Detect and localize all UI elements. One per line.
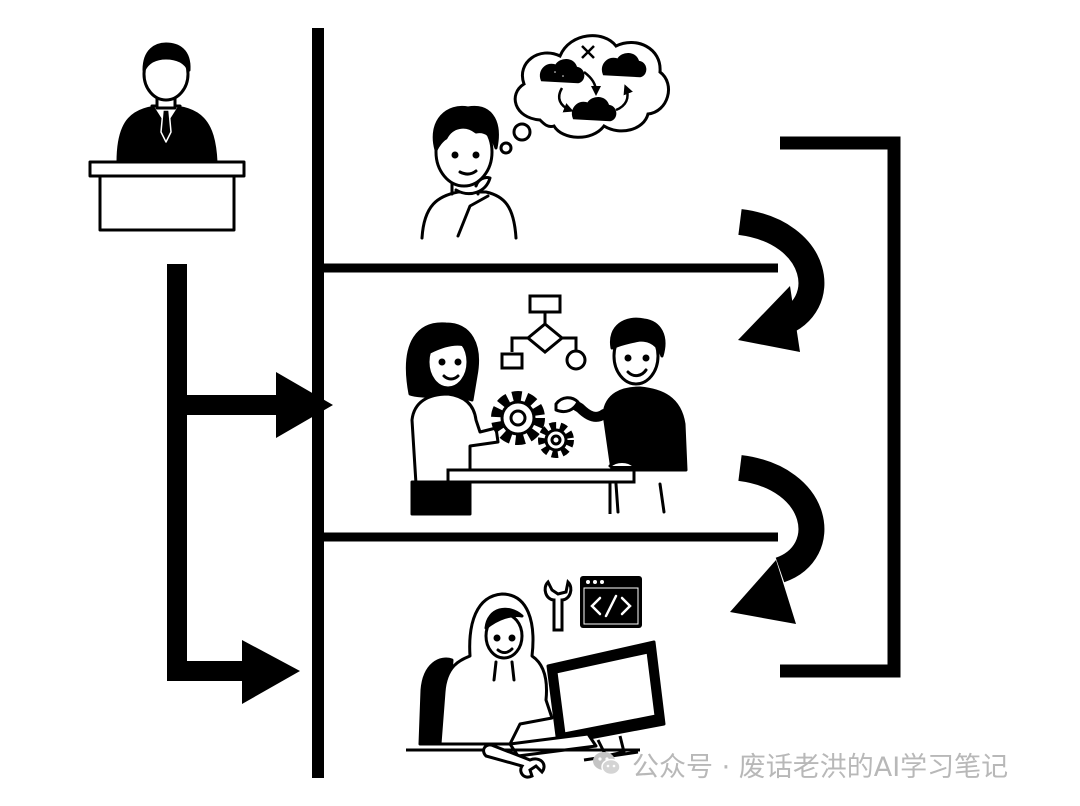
thinking-person-icon <box>420 105 518 240</box>
arrow-to-development <box>242 640 300 704</box>
presenter-icon <box>88 42 246 232</box>
wrench-icon <box>543 578 573 632</box>
flowchart-icon <box>500 294 587 371</box>
collaborating-team-icon <box>405 317 688 516</box>
watermark: 公众号 · 废话老洪的AI学习笔记 <box>590 744 1008 784</box>
gears-icon <box>491 391 574 458</box>
curved-arrow-top <box>737 209 825 352</box>
monitor-icon <box>406 640 666 762</box>
watermark-text: 公众号 · 废话老洪的AI学习笔记 <box>632 751 1009 783</box>
developer-icon <box>418 592 554 746</box>
cloud-cycle-icon <box>539 45 647 122</box>
meeting-table <box>446 468 636 514</box>
code-window-icon <box>580 576 642 628</box>
feedback-bracket <box>780 136 901 678</box>
desk-wrench-icon <box>482 743 546 779</box>
thought-bubble-icon <box>499 34 670 155</box>
wechat-icon <box>593 752 621 776</box>
curved-arrow-bottom <box>730 455 825 624</box>
arrow-to-collaboration <box>276 372 333 438</box>
presenter-connector-line <box>167 264 252 681</box>
